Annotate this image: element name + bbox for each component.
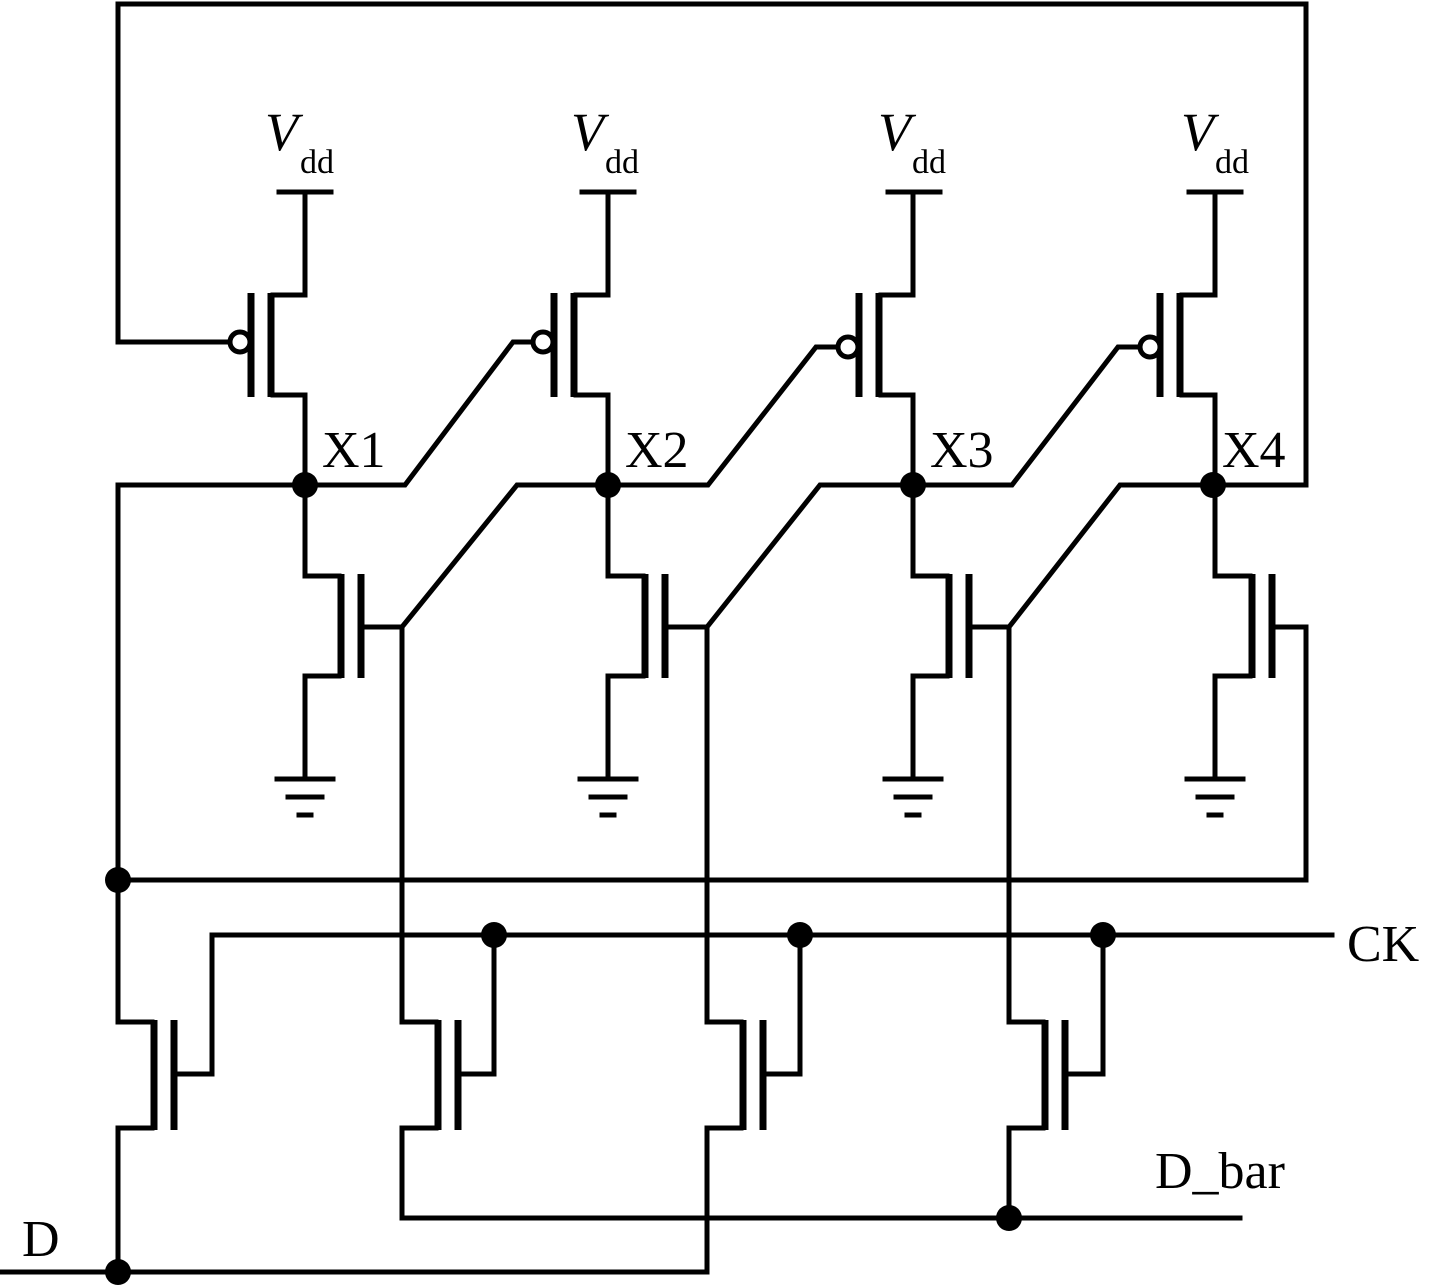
pmos-gate-bubble-1 (227, 329, 253, 355)
vdd-symbol-3: V dd (878, 102, 946, 195)
node-label-x3: X3 (930, 422, 994, 479)
junction-ck-2 (787, 922, 813, 948)
vdd-symbol-1: V dd (265, 102, 334, 195)
node-label-x4: X4 (1222, 422, 1286, 479)
vdd-symbol-2: V dd (571, 102, 639, 195)
junction-d (105, 1259, 131, 1285)
stage-3: V dd X3 (835, 102, 994, 818)
junction-x4 (1200, 472, 1226, 498)
clock-bus: CK (209, 916, 1420, 1077)
junction-x1 (292, 472, 318, 498)
ground-symbol-4 (1184, 776, 1246, 818)
d-bar-label: D_bar (1155, 1143, 1285, 1200)
pmos-transistor-4 (1137, 189, 1218, 488)
d-bar-input: D_bar (1006, 1143, 1285, 1221)
clocked-nmos-3 (704, 932, 803, 1275)
pmos-transistor-2 (530, 189, 611, 488)
nmos-pulldown-2 (605, 482, 669, 782)
vertical-drops (115, 482, 1012, 1025)
junction-x3 (900, 472, 926, 498)
clocked-nmos-4 (1006, 932, 1106, 1221)
stage-4: V dd X4 (1137, 102, 1286, 818)
junction-d-bar (996, 1205, 1022, 1231)
ground-symbol-2 (577, 776, 639, 818)
pmos-gate-bubble-2 (530, 329, 556, 355)
clock-label: CK (1347, 916, 1420, 973)
vdd-label-3: V (878, 102, 917, 162)
node-label-x2: X2 (625, 422, 689, 479)
feedback-loop-x4-to-pmos1 (115, 1, 1309, 488)
vdd-subscript-2: dd (605, 144, 639, 181)
vdd-subscript-1: dd (300, 144, 334, 181)
nmos-pulldown-4 (1212, 482, 1276, 782)
stage-1: V dd X1 (227, 102, 386, 818)
clocked-nmos-1 (115, 1019, 215, 1275)
junction-feedback (105, 867, 131, 893)
pmos-transistor-1 (227, 189, 308, 488)
junction-x2 (595, 472, 621, 498)
vdd-subscript-3: dd (912, 144, 946, 181)
junction-ck-1 (481, 922, 507, 948)
vdd-label-1: V (265, 102, 304, 162)
vdd-label-2: V (571, 102, 610, 162)
d-label: D (22, 1211, 60, 1268)
junction-ck-3 (1090, 922, 1116, 948)
junction-dots (105, 472, 1226, 1285)
ground-symbol-1 (274, 776, 336, 818)
node-interconnects (115, 339, 1309, 883)
ground-symbol-3 (882, 776, 944, 818)
vdd-symbol-4: V dd (1181, 102, 1249, 195)
vdd-label-4: V (1181, 102, 1220, 162)
vdd-subscript-4: dd (1215, 144, 1249, 181)
stage-2: V dd X2 (530, 102, 689, 818)
node-label-x1: X1 (322, 422, 386, 479)
nmos-pulldown-1 (302, 482, 365, 782)
nmos-pulldown-3 (910, 482, 973, 782)
pmos-transistor-3 (835, 189, 916, 488)
pmos-gate-bubble-3 (835, 334, 861, 360)
pmos-gate-bubble-4 (1137, 334, 1163, 360)
